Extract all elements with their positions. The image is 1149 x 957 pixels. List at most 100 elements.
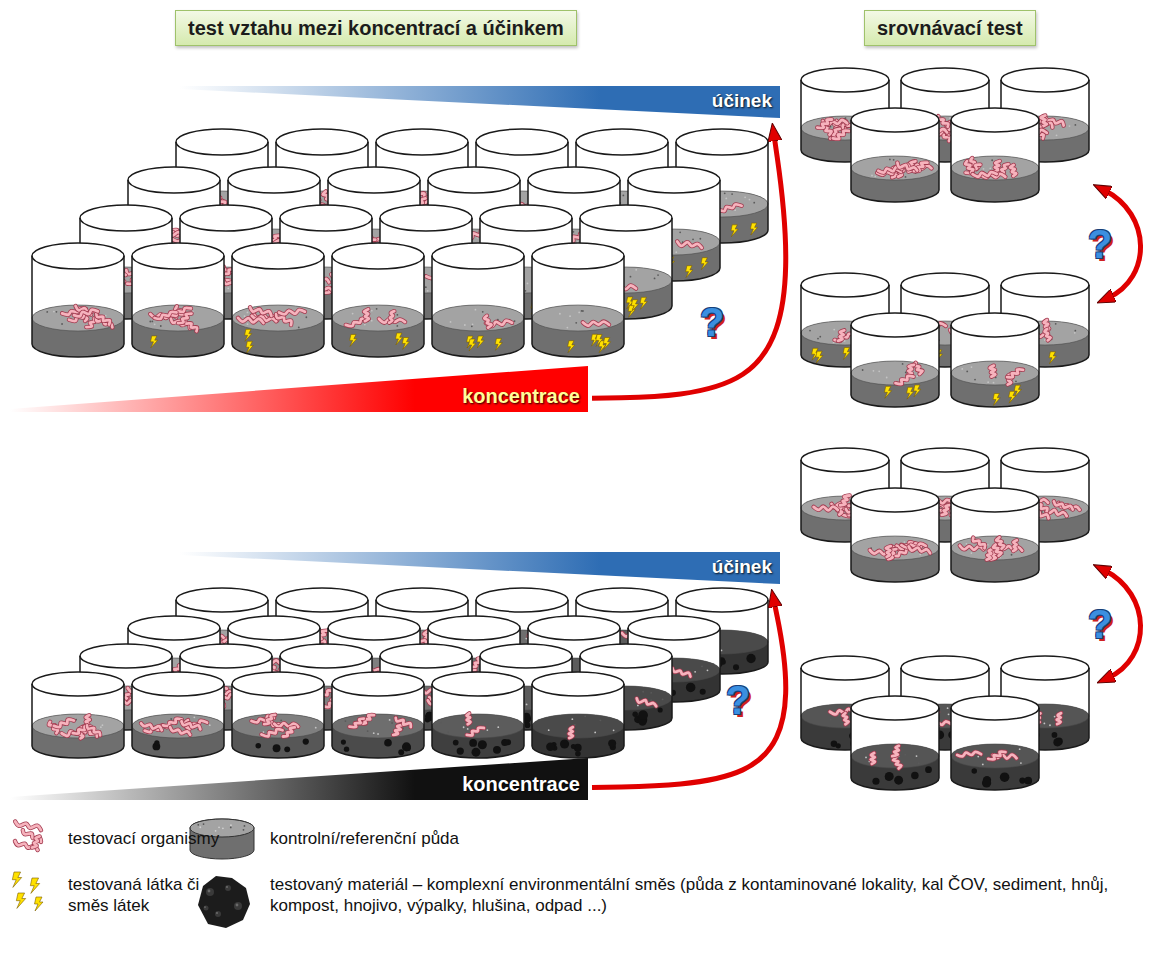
beaker-outline <box>232 256 324 357</box>
beaker-body <box>432 243 524 357</box>
beaker-outline <box>532 256 624 357</box>
material-clump <box>341 740 346 745</box>
drawing-part <box>1054 501 1073 509</box>
soil-grain <box>753 202 755 204</box>
substance-bolt <box>568 341 575 353</box>
beaker-body <box>32 672 124 758</box>
drawing-part <box>389 311 394 322</box>
drawing-part <box>141 723 162 730</box>
soil-grain <box>305 316 307 318</box>
soil-grain <box>581 310 583 312</box>
worm <box>965 161 973 172</box>
drawing-part <box>185 320 197 332</box>
drawing-part <box>909 546 930 553</box>
soil-grain <box>447 731 449 733</box>
drawing-part <box>814 507 838 511</box>
drawing-part <box>364 309 369 321</box>
worm <box>840 496 849 506</box>
beaker <box>32 243 124 357</box>
soil-grain <box>983 168 985 170</box>
beaker-rim <box>232 243 324 269</box>
substance-bolt <box>816 351 823 363</box>
soil-grain <box>247 312 249 314</box>
drawing-part <box>264 715 275 724</box>
soil-grain <box>692 238 694 240</box>
worm <box>279 310 305 314</box>
substance-bolt <box>1009 391 1016 403</box>
beaker <box>951 313 1039 407</box>
material-clump <box>746 654 755 663</box>
soil-grain <box>548 729 550 731</box>
drawing-part <box>170 727 190 735</box>
worm <box>467 728 484 736</box>
drawing-part <box>569 727 573 738</box>
material-clump <box>658 707 663 712</box>
soil-grain <box>871 175 873 177</box>
drawing-part <box>1045 329 1051 340</box>
drawing-part <box>170 727 190 735</box>
drawing-part <box>396 718 411 727</box>
soil-grain <box>971 366 973 368</box>
soil-grain <box>613 729 615 731</box>
beaker-body <box>332 672 424 758</box>
beaker-rim <box>628 167 720 193</box>
beaker-rim <box>576 129 668 155</box>
substance-bolt <box>596 334 603 346</box>
beaker <box>851 488 939 582</box>
material-clump <box>720 659 725 664</box>
drawing-part <box>185 320 197 332</box>
soil-grain <box>889 158 891 160</box>
drawing-part <box>973 172 997 177</box>
soil-side <box>951 361 1039 407</box>
beaker-rim <box>328 616 420 640</box>
beaker-body <box>232 243 324 357</box>
beaker-rim <box>80 205 172 231</box>
substance-bolt <box>750 223 757 235</box>
beaker-rim <box>432 243 524 269</box>
soil-grain <box>450 321 452 323</box>
soil-grain <box>209 724 211 726</box>
worm <box>973 172 997 177</box>
material-clump <box>255 743 261 749</box>
drawing-part <box>886 546 891 557</box>
soil-grain <box>905 176 907 178</box>
material-clump <box>469 739 477 747</box>
beaker-rim <box>801 273 889 297</box>
drawing-part <box>942 505 951 515</box>
soil-surface <box>132 305 224 331</box>
beaker-outline <box>432 684 524 758</box>
drawing-part <box>717 204 741 211</box>
drawing-part <box>833 131 849 139</box>
soil-grain <box>471 325 473 327</box>
material-clump <box>472 748 481 757</box>
worm <box>264 715 275 724</box>
soil-grain <box>569 315 571 317</box>
soil-grain <box>298 326 300 328</box>
worm <box>909 546 930 553</box>
soil-grain <box>902 363 904 365</box>
drawing-part <box>238 318 263 323</box>
beaker <box>432 672 524 758</box>
soil-grain <box>599 719 601 721</box>
drawing-part <box>909 546 930 553</box>
beaker-rim <box>380 205 472 231</box>
drawing-part <box>467 713 471 724</box>
drawing-part <box>1041 115 1047 126</box>
drawing-part <box>250 307 271 316</box>
drawing-part <box>994 161 999 172</box>
beaker-body <box>851 488 939 582</box>
soil-grain <box>280 719 282 721</box>
soil-surface <box>332 305 424 331</box>
drawing-part <box>901 544 925 548</box>
beaker-rim <box>476 588 568 612</box>
soil-grain <box>425 286 427 288</box>
worm <box>349 719 363 728</box>
beaker-outline <box>32 684 124 758</box>
worm <box>569 727 573 738</box>
worm <box>838 330 844 340</box>
soil-grain <box>352 313 354 315</box>
soil-grain <box>573 231 575 233</box>
beaker-rim <box>32 672 124 696</box>
beaker-rim <box>576 588 668 612</box>
soil-side <box>432 305 524 357</box>
